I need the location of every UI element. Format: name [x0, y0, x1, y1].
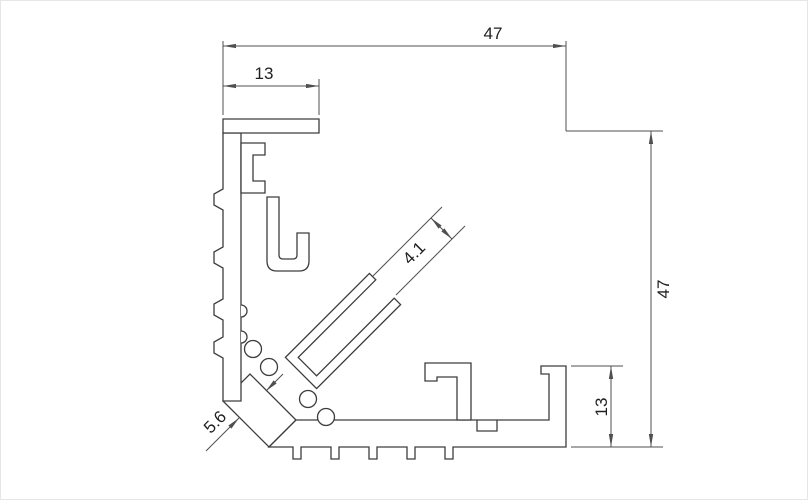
dim-label-top-width: 47 [484, 24, 503, 43]
dimension-line-slot-width [430, 217, 453, 240]
profile-outline [213, 118, 567, 460]
dim-label-wall-thickness: 5.6 [200, 407, 230, 437]
dimension-leader-wall-thickness [205, 417, 240, 452]
led-channel [284, 272, 402, 390]
inner-hook [266, 196, 310, 272]
retainer-hook [424, 362, 472, 421]
spring-clip-coil [316, 407, 336, 427]
extension-line [372, 206, 443, 277]
dim-label-side-flange: 13 [592, 398, 611, 417]
dim-label-side-height: 47 [654, 280, 673, 299]
spring-clip-coil [298, 389, 318, 409]
dimension-leader-wall-thickness [265, 373, 284, 392]
dim-label-slot-width: 4.1 [399, 238, 429, 268]
dimension-annotations: 47 13 47 13 4.1 5.6 [200, 24, 673, 452]
slot-notch [476, 420, 498, 432]
dim-label-top-flange: 13 [255, 64, 274, 83]
spring-clip-coil [243, 339, 263, 359]
bottom-wall [267, 365, 567, 460]
top-flange [222, 118, 320, 134]
extension-line [395, 225, 466, 296]
spring-clip-coil [259, 357, 279, 377]
endcap-screw-channel [240, 142, 266, 194]
left-wall [213, 132, 242, 402]
wall-rib [240, 330, 248, 344]
wall-rib [240, 304, 248, 318]
